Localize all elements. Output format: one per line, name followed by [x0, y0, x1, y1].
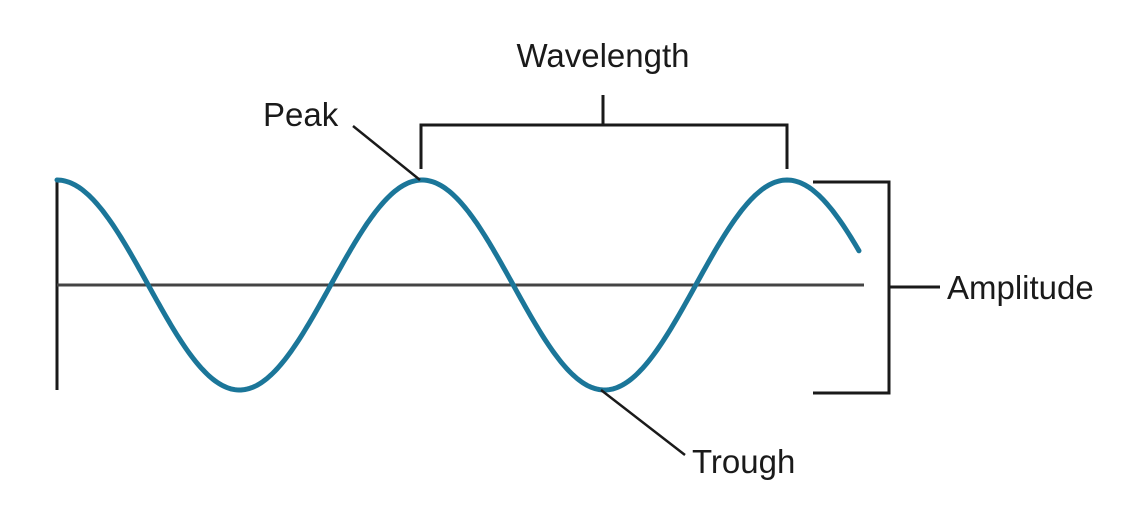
- trough-pointer: [600, 389, 686, 456]
- peak-label: Peak: [263, 96, 339, 133]
- wavelength-bracket: [419, 95, 789, 169]
- amplitude-bracket: [813, 180, 940, 395]
- trough-label: Trough: [692, 443, 795, 480]
- sine-wave: [54, 177, 862, 393]
- amplitude-label: Amplitude: [947, 269, 1094, 306]
- wavelength-label: Wavelength: [516, 37, 689, 74]
- peak-pointer: [352, 125, 421, 181]
